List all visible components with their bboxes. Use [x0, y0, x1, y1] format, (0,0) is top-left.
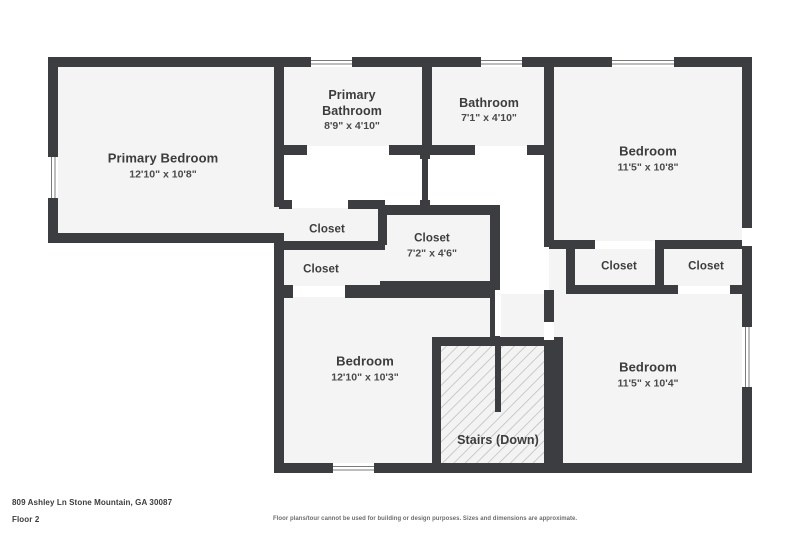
window-right-bedroom-bottomright — [742, 322, 752, 392]
walls — [48, 57, 752, 473]
footer-disclaimer: Floor plans/tour cannot be used for buil… — [273, 516, 578, 522]
room-fills — [53, 62, 747, 468]
footer-address: 809 Ashley Ln Stone Mountain, GA 30087 — [12, 498, 173, 507]
windows — [48, 57, 752, 473]
window-bathroom-top — [476, 57, 527, 67]
window-right-bedroom-topright — [742, 228, 752, 246]
footer-floor-label: Floor 2 — [12, 515, 40, 524]
window-bedroom-bottomleft-bottom — [328, 463, 379, 473]
door-openings — [292, 146, 730, 340]
window-left-primary-bedroom — [48, 152, 58, 203]
window-bedroom-topright-top — [607, 57, 679, 67]
window-primary-bathroom-top — [306, 57, 357, 67]
